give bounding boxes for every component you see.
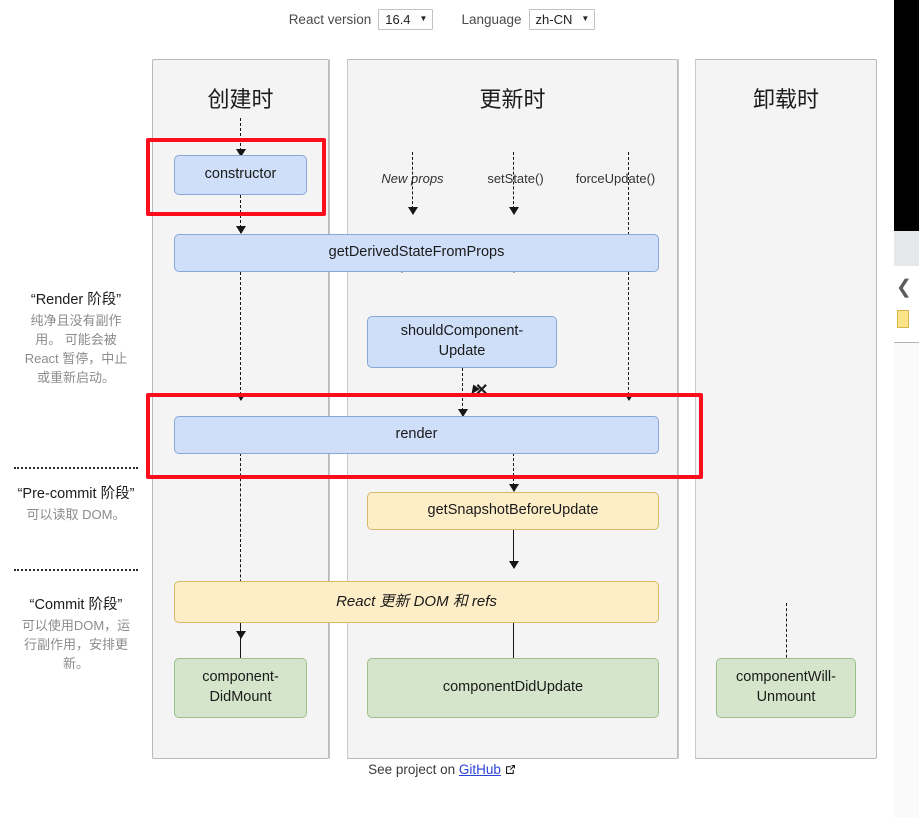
rail-lower-panel xyxy=(894,343,919,817)
rail-scroll-thumb[interactable] xyxy=(894,231,919,266)
highlight-render xyxy=(146,393,703,479)
phase-divider xyxy=(14,467,138,469)
react-version-label: React version xyxy=(288,11,372,27)
arrow-gdsfp-to-render-create xyxy=(235,272,246,401)
arrow-title-to-constructor xyxy=(235,118,246,157)
phase-commit-desc: 可以使用DOM，运行副作用，安排更新。 xyxy=(21,618,131,671)
chevron-down-icon: ▼ xyxy=(581,14,590,23)
language-select[interactable]: zh-CN ▼ xyxy=(528,8,596,30)
arrow-new-props-to-gdsfp xyxy=(407,152,418,215)
trigger-force-update: forceUpdate() xyxy=(575,171,656,186)
github-link[interactable]: GitHub xyxy=(458,762,501,777)
footer: See project on GitHub xyxy=(0,762,884,778)
highlight-constructor xyxy=(146,138,326,216)
react-version-control: React version 16.4 ▼ xyxy=(288,8,434,30)
lifecycle-diagram: 创建时 更新时 卸载时 New props setState() forceUp… xyxy=(0,38,884,778)
phase-render-title: “Render 阶段” xyxy=(30,292,122,308)
phase-commit-title: “Commit 阶段” xyxy=(29,597,123,613)
footer-prefix: See project on xyxy=(368,762,459,777)
react-version-select[interactable]: 16.4 ▼ xyxy=(378,8,434,30)
phase-pre-commit-desc: 可以读取 DOM。 xyxy=(26,507,126,522)
phase-commit: “Commit 阶段” 可以使用DOM，运行副作用，安排更新。 xyxy=(0,593,152,674)
node-should-component-update[interactable]: shouldComponent- Update xyxy=(367,316,557,368)
rail-dark-panel xyxy=(894,0,919,231)
column-title-unmount: 卸载时 xyxy=(752,87,819,112)
node-react-updates-dom[interactable]: React 更新 DOM 和 refs xyxy=(174,581,659,623)
phase-pre-commit: “Pre-commit 阶段” 可以读取 DOM。 xyxy=(0,482,152,525)
lane-separator xyxy=(329,59,330,759)
trigger-set-state: setState() xyxy=(487,171,544,186)
arrow-render-to-gsbu xyxy=(508,453,519,492)
arrow-set-state-to-gdsfp xyxy=(508,152,519,215)
rail-yellow-marker[interactable] xyxy=(897,310,909,328)
arrow-force-update-to-render xyxy=(623,152,634,401)
phase-divider xyxy=(14,569,138,571)
chevron-down-icon: ▼ xyxy=(419,14,428,23)
node-component-will-unmount[interactable]: componentWill- Unmount xyxy=(716,658,856,718)
phase-render-desc: 纯净且没有副作用。 可能会被 React 暂停，中止或重新启动。 xyxy=(24,313,128,385)
rail-divider xyxy=(894,342,919,343)
node-constructor[interactable]: constructor xyxy=(174,155,307,195)
arrow-gsbu-to-dom-update xyxy=(508,530,519,569)
lane-separator xyxy=(695,59,696,759)
node-render[interactable]: render xyxy=(174,416,659,454)
arrow-scu-to-render xyxy=(457,368,468,417)
lane-separator xyxy=(678,59,679,759)
language-value: zh-CN xyxy=(535,11,573,27)
column-update: 更新时 xyxy=(347,59,678,759)
node-component-did-update[interactable]: componentDidUpdate xyxy=(367,658,659,718)
react-version-value: 16.4 xyxy=(385,11,411,27)
language-label: Language xyxy=(461,11,522,27)
phase-render: “Render 阶段” 纯净且没有副作用。 可能会被 React 暂停，中止或重… xyxy=(0,288,152,387)
column-title-update: 更新时 xyxy=(479,87,546,112)
node-get-snapshot-before-update[interactable]: getSnapshotBeforeUpdate xyxy=(367,492,659,530)
node-get-derived-state-from-props[interactable]: getDerivedStateFromProps xyxy=(174,234,659,272)
column-title-create: 创建时 xyxy=(207,87,274,112)
lane-separator xyxy=(347,59,348,759)
external-link-icon xyxy=(505,763,516,778)
chevron-left-icon[interactable]: ❮ xyxy=(896,277,912,298)
right-rail: ❮ xyxy=(884,0,919,817)
language-control: Language zh-CN ▼ xyxy=(461,8,596,30)
toolbar: React version 16.4 ▼ Language zh-CN ▼ xyxy=(0,0,884,38)
node-component-did-mount[interactable]: component- DidMount xyxy=(174,658,307,718)
phase-pre-commit-title: “Pre-commit 阶段” xyxy=(17,486,135,502)
